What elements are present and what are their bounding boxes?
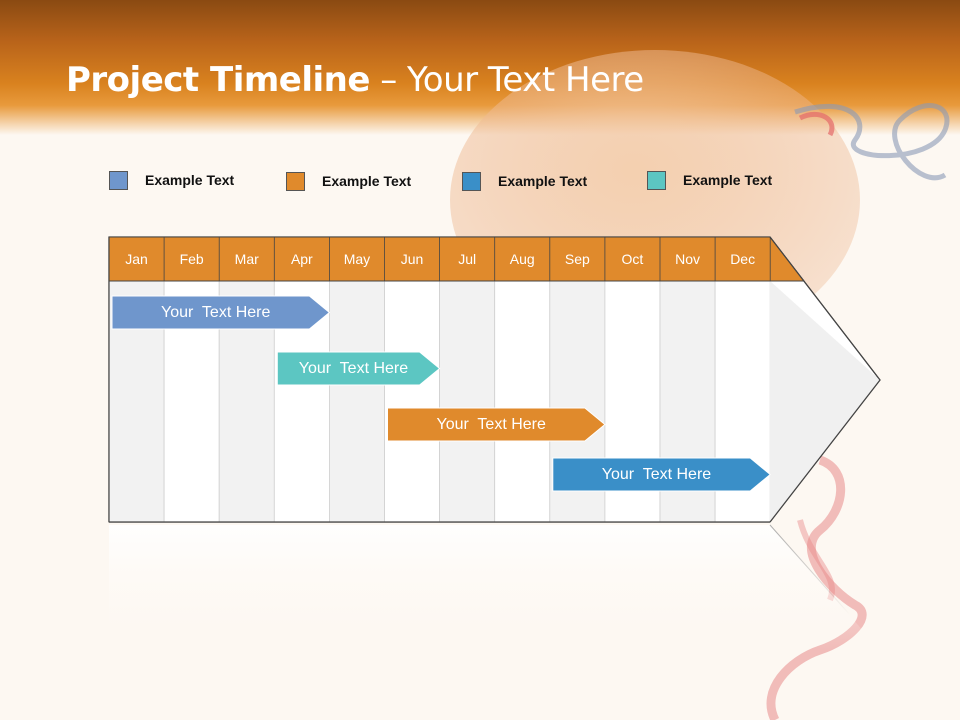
legend-swatch-blue: [109, 171, 128, 190]
title-bold: Project Timeline: [66, 60, 370, 100]
legend-label-4: Example Text: [683, 172, 773, 188]
task-label-4: Your Text Here: [601, 466, 712, 483]
month-label-mar: Mar: [234, 251, 259, 267]
month-column-may: [328, 280, 385, 523]
month-label-aug: Aug: [509, 251, 535, 267]
task-arrow-1: [111, 295, 331, 330]
month-column-jul: [439, 280, 496, 523]
month-label-nov: Nov: [675, 251, 700, 267]
month-column-aug: [494, 280, 551, 523]
task-label-2: Your Text Here: [298, 360, 409, 377]
month-label-oct: Oct: [621, 251, 644, 267]
legend-swatch-teal: [647, 171, 666, 190]
task-arrow-2: [276, 351, 441, 386]
month-label-sep: Sep: [564, 251, 590, 267]
legend-swatch-orange: [286, 172, 305, 191]
month-label-dec: Dec: [730, 251, 756, 267]
legend-label-3: Example Text: [498, 173, 588, 189]
legend-swatch-deep-blue: [462, 172, 481, 191]
month-label-may: May: [343, 251, 371, 267]
legend-label-2: Example Text: [322, 173, 412, 189]
month-label-jul: Jul: [458, 251, 477, 267]
arrow-head-fill: [770, 281, 880, 522]
task-label-1: Your Text Here: [160, 304, 271, 321]
legend-label-1: Example Text: [145, 172, 235, 188]
month-label-apr: Apr: [290, 251, 313, 267]
task-label-3: Your Text Here: [436, 416, 546, 433]
title-rest: – Your Text Here: [369, 60, 644, 100]
month-label-feb: Feb: [179, 251, 204, 267]
task-arrow-4: [552, 457, 771, 492]
slide-title: Project Timeline – Your Text Here: [66, 60, 644, 100]
month-label-jun: Jun: [400, 251, 424, 267]
month-label-jan: Jan: [125, 251, 148, 267]
ribbon-bottom: [766, 455, 867, 720]
task-arrow-3: [387, 407, 606, 442]
ribbon-top-red: [798, 111, 835, 137]
month-column-jun: [384, 280, 440, 523]
ribbon-top: [794, 103, 950, 181]
timeline-reflection: [109, 525, 880, 650]
